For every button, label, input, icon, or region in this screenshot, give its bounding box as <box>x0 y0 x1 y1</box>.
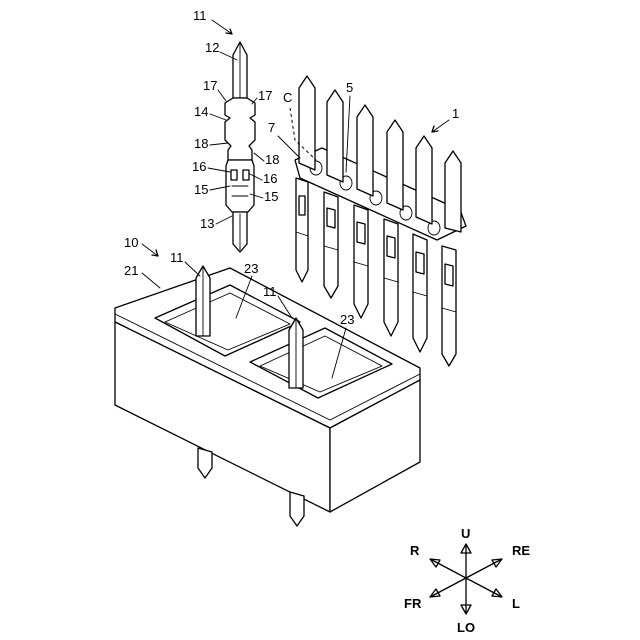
arrow-rear-icon <box>492 559 502 567</box>
label-12: 12 <box>205 40 219 55</box>
label-11-mid1: 11 <box>170 250 184 265</box>
label-16-left: 16 <box>192 159 206 174</box>
label-10: 10 <box>124 235 138 250</box>
arrow-front-icon <box>430 589 440 597</box>
dir-down-label: LO <box>457 620 475 635</box>
dir-up-label: U <box>461 526 470 541</box>
label-17-left: 17 <box>203 78 217 93</box>
label-16-right: 16 <box>263 171 277 186</box>
label-21: 21 <box>124 263 138 278</box>
dir-right-label: R <box>410 543 420 558</box>
label-18-right: 18 <box>265 152 279 167</box>
dir-front-label: FR <box>404 596 422 611</box>
label-11-mid2: 11 <box>263 284 277 299</box>
label-5: 5 <box>346 80 353 95</box>
dir-left-label: L <box>512 596 520 611</box>
label-17-right: 17 <box>258 88 272 103</box>
label-c: C <box>283 90 292 105</box>
connector-housing-10 <box>115 266 420 526</box>
single-terminal-11 <box>225 42 255 252</box>
arrow-right-direction-icon <box>430 559 440 567</box>
arrow-left-direction-icon <box>492 589 502 597</box>
label-13: 13 <box>200 216 214 231</box>
label-23-first: 23 <box>244 261 258 276</box>
label-15-right: 15 <box>264 189 278 204</box>
dir-rear-label: RE <box>512 543 530 558</box>
label-11-top: 11 <box>193 8 207 23</box>
direction-compass: U LO RE FR R L <box>404 526 530 635</box>
label-18-left: 18 <box>194 136 208 151</box>
label-1: 1 <box>452 106 459 121</box>
label-23-second: 23 <box>340 312 354 327</box>
label-14: 14 <box>194 104 208 119</box>
leader-11-top <box>212 20 232 34</box>
label-15-left: 15 <box>194 182 208 197</box>
label-7: 7 <box>268 120 275 135</box>
